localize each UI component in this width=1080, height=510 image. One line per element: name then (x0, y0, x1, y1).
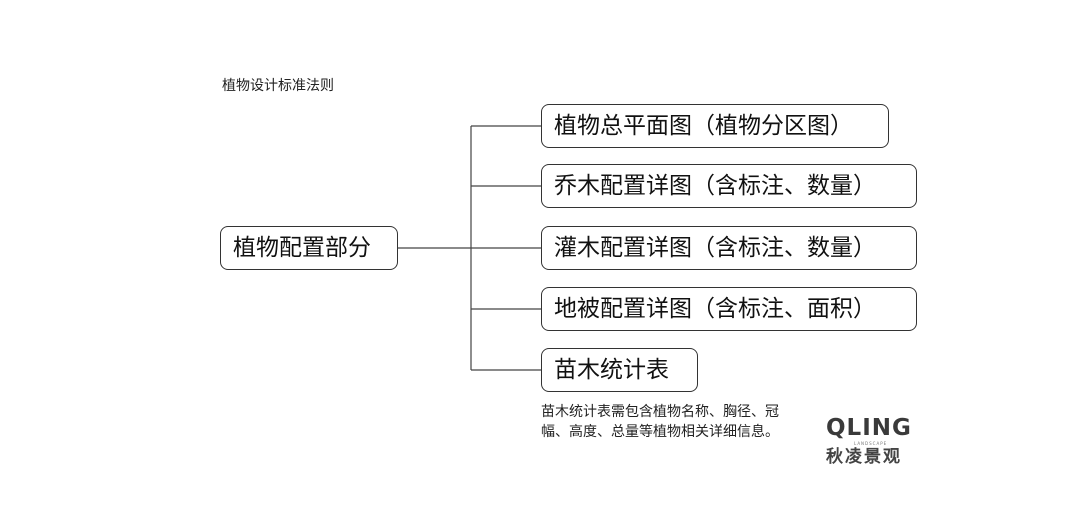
logo-tagline: LANDSCAPE (854, 441, 888, 446)
page-title: 植物设计标准法则 (222, 78, 334, 94)
logo-wordmark: QLING (826, 415, 912, 441)
child-node-nursery-table: 苗木统计表 (541, 348, 698, 392)
brand-logo: QLING LANDSCAPE 秋凌景观 (826, 415, 916, 468)
child-node-tree-detail: 乔木配置详图（含标注、数量） (541, 164, 917, 208)
child-node-shrub-detail: 灌木配置详图（含标注、数量） (541, 226, 917, 270)
child-node-site-plan: 植物总平面图（植物分区图） (541, 104, 889, 148)
logo-chinese-name: 秋凌景观 (826, 447, 902, 467)
nursery-table-note: 苗木统计表需包含植物名称、胸径、冠幅、高度、总量等植物相关详细信息。 (541, 404, 779, 440)
root-node: 植物配置部分 (220, 226, 398, 270)
child-node-groundcover-detail: 地被配置详图（含标注、面积） (541, 287, 917, 331)
